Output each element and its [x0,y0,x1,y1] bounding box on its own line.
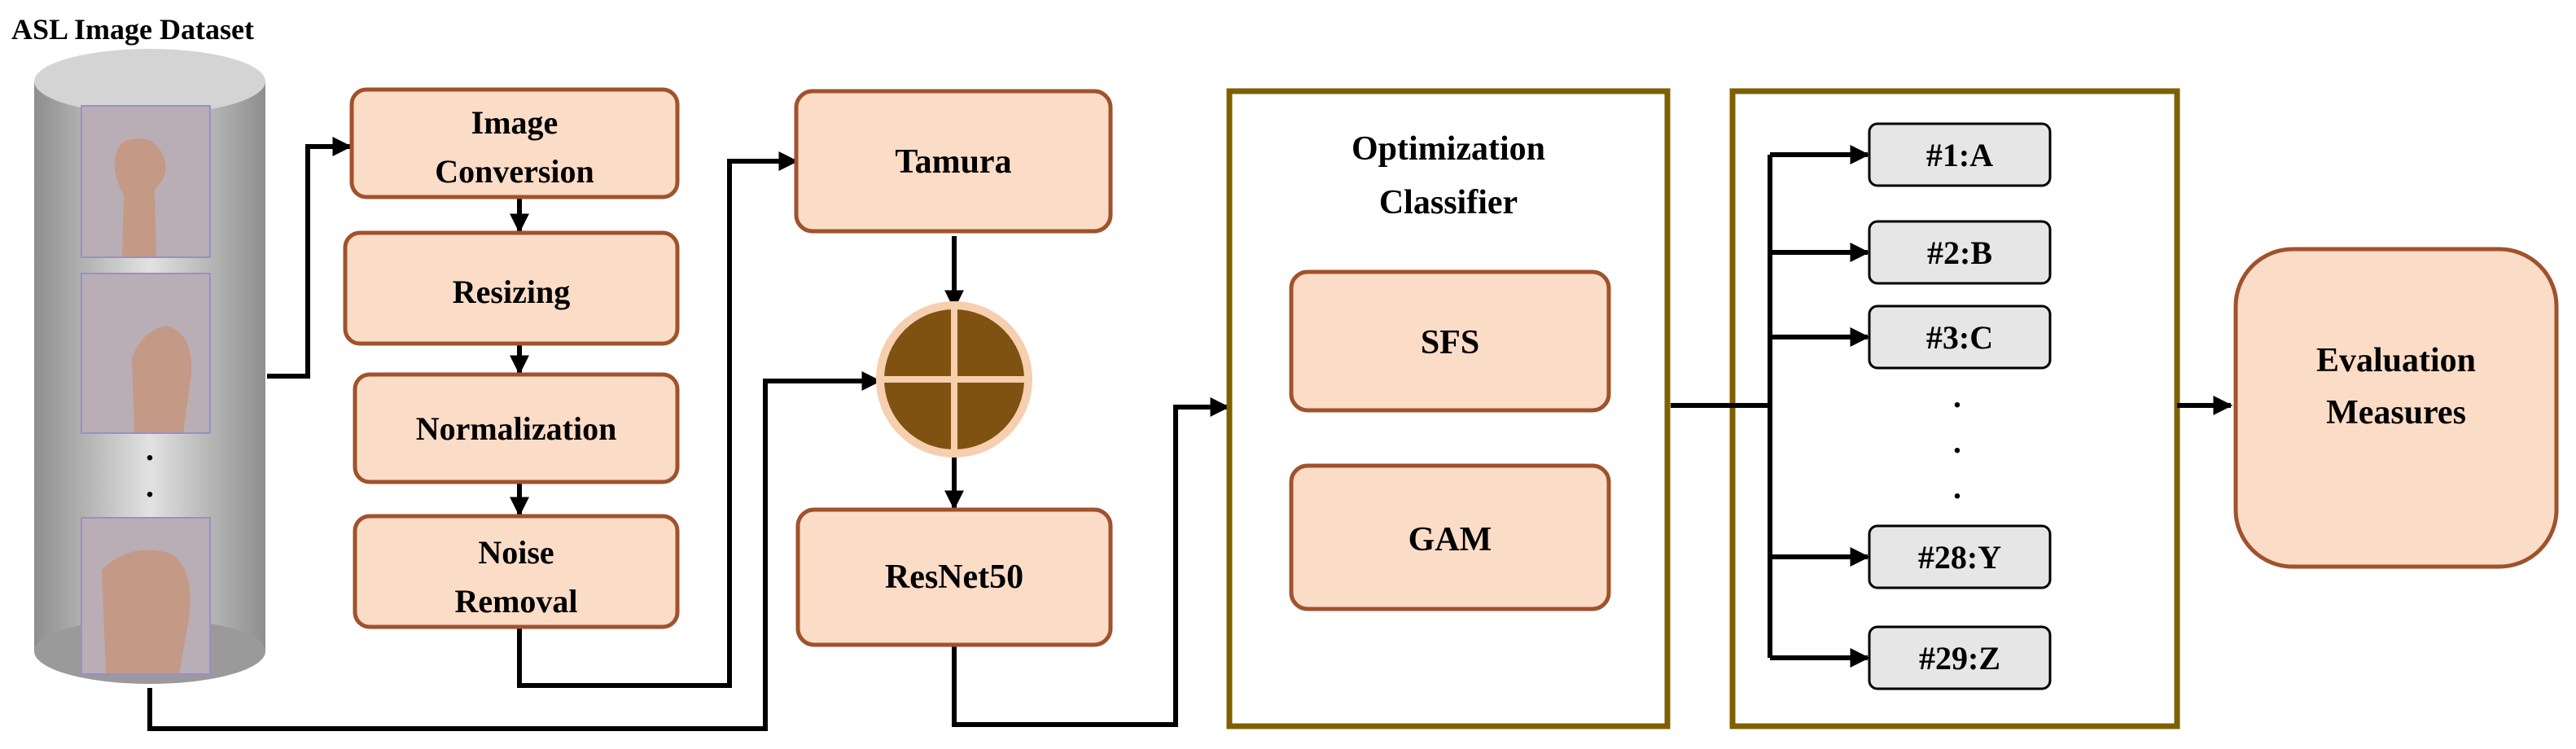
tamura-box: Tamura [794,89,1113,234]
noise-removal-box: Noise Removal [353,514,680,629]
dataset-title: ASL Image Dataset [11,13,254,46]
classes-ellipsis-2: . [1953,423,1961,460]
svg-text:Resizing: Resizing [453,274,570,310]
svg-text:Measures: Measures [2326,394,2466,431]
gam-box: GAM [1289,463,1611,611]
svg-text:#3:C: #3:C [1926,319,1993,356]
svg-text:#28:Y: #28:Y [1918,539,2001,576]
connector-dataset-to-conversion [267,137,353,379]
hand-image-3 [81,517,211,675]
dataset-ellipsis-2: . [146,467,154,504]
svg-text:Noise: Noise [478,534,554,571]
class-box-3: #3:C [1868,304,2052,370]
class-box-28: #28:Y [1868,524,2052,589]
svg-text:Normalization: Normalization [416,410,617,447]
svg-text:GAM: GAM [1408,521,1492,558]
classes-ellipsis-3: . [1953,469,1961,506]
hand-image-1 [81,105,211,258]
svg-text:ResNet50: ResNet50 [885,558,1023,596]
svg-text:Tamura: Tamura [895,143,1011,181]
svg-text:Removal: Removal [454,583,577,620]
normalization-box: Normalization [353,372,680,484]
svg-text:Evaluation: Evaluation [2316,342,2476,379]
resnet50-box: ResNet50 [795,507,1113,647]
classes-frame [1729,88,2180,729]
dataset-ellipsis-1: . [146,431,154,467]
class-box-29: #29:Z [1868,625,2052,690]
resizing-box: Resizing [343,230,680,346]
evaluation-measures-box: Evaluation Measures [2233,247,2559,569]
optimization-title-line1: Optimization [1352,130,1545,168]
classes-ellipsis-1: . [1953,378,1961,414]
connector-noise-to-tamura [517,151,799,688]
class-box-1: #1:A [1868,122,2052,187]
fusion-icon [876,301,1032,458]
svg-text:#2:B: #2:B [1927,234,1992,271]
svg-text:Image: Image [471,104,559,141]
class-box-2: #2:B [1868,220,2052,285]
svg-text:Conversion: Conversion [435,153,594,190]
svg-text:#29:Z: #29:Z [1919,640,2000,677]
connector-dataset-to-fusion [147,371,882,731]
sfs-box: SFS [1289,269,1611,413]
hand-image-2 [81,273,211,434]
connector-resnet-to-optimizer [952,397,1230,727]
svg-text:SFS: SFS [1421,324,1479,361]
svg-text:#1:A: #1:A [1926,137,1993,173]
optimization-title-line2: Classifier [1379,184,1518,221]
image-conversion-box: Image Conversion [349,87,680,199]
